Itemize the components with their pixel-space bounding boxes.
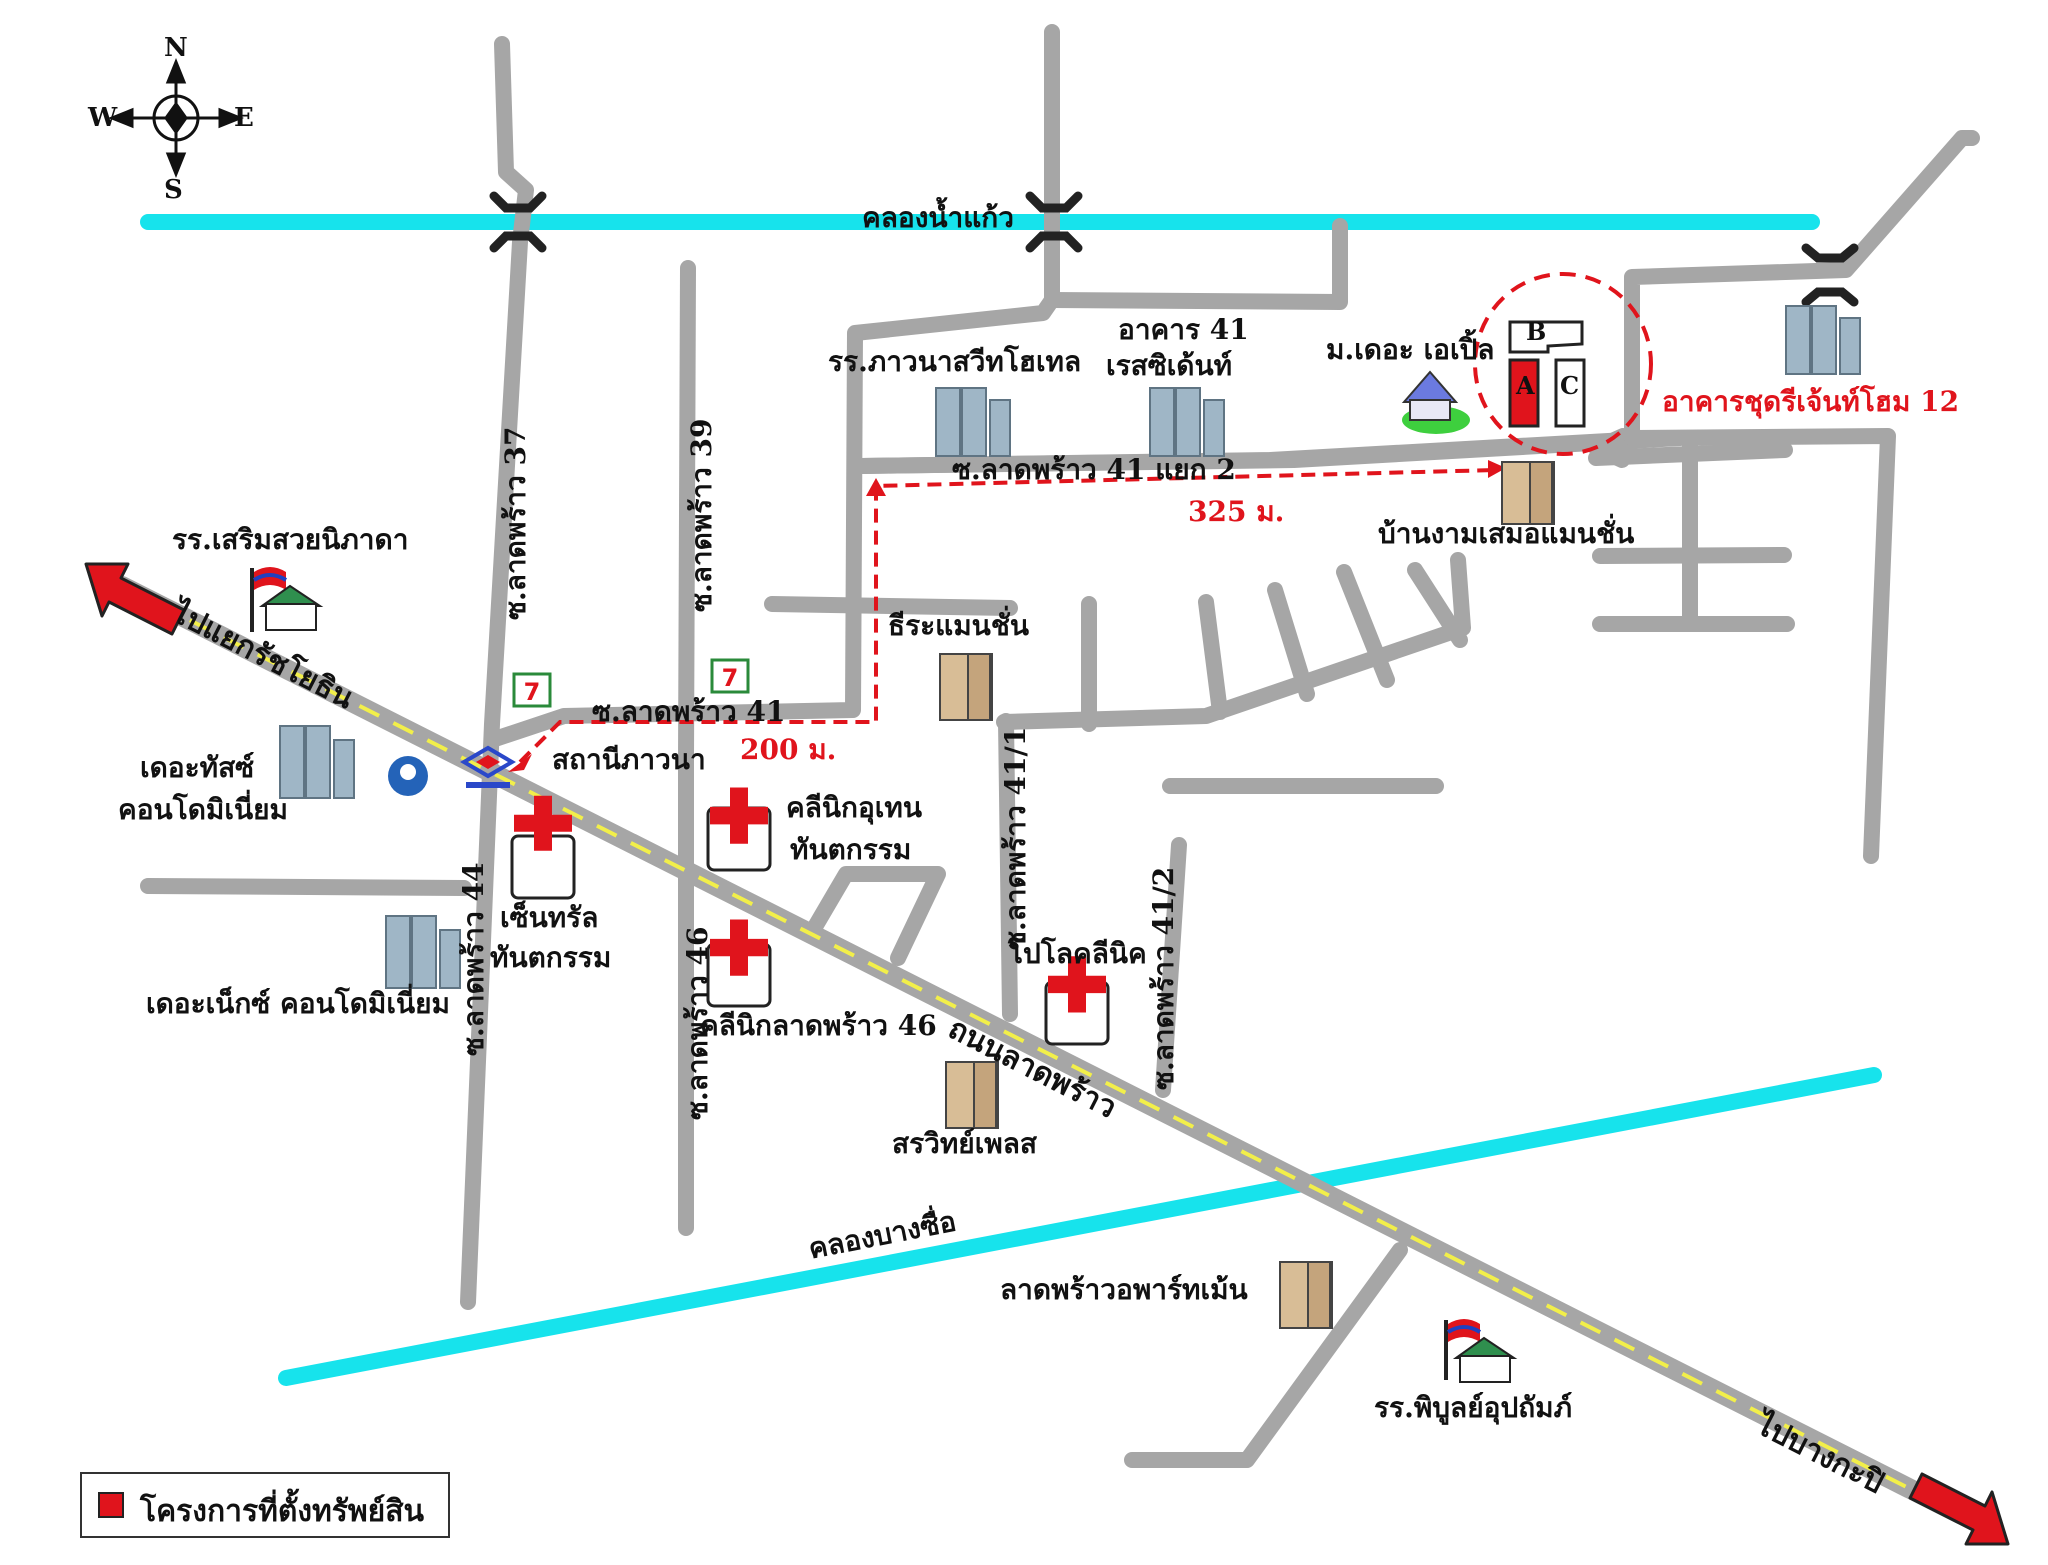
compass-south: S <box>164 175 183 205</box>
project-label-a: A <box>1516 371 1535 400</box>
main-road-lat-phrao <box>112 576 1970 1524</box>
place-polo-clinic: โปโลคลีนิค <box>1008 937 1147 970</box>
soi-41-1-label: ซ.ลาดพร้าว 41/1 <box>999 726 1032 950</box>
building-a <box>1508 358 1540 428</box>
place-the-trust-line2: คอนโดมิเนี่ยม <box>118 793 288 826</box>
soi-39-label: ซ.ลาดพร้าว 39 <box>685 418 718 612</box>
place-central-dental-line1: เซ็นทรัล <box>500 901 599 934</box>
svg-text:7: 7 <box>524 678 541 706</box>
bridge-icon <box>489 191 1859 307</box>
place-uthen-clinic-line2: ทันตกรรม <box>790 833 912 866</box>
route-line <box>518 468 1497 764</box>
building-b <box>1508 320 1584 354</box>
distance-325m: 325 ม. <box>1188 495 1285 528</box>
compass-west: W <box>88 103 118 133</box>
compass-east: E <box>234 103 254 133</box>
soi-41-2-label: ซ.ลาดพร้าว 41 แยก 2 <box>952 453 1236 486</box>
soi-41-label: ซ.ลาดพร้าว 41 <box>592 695 786 728</box>
place-regent-home-12: อาคารชุดรีเจ้นท์โฮม 12 <box>1662 385 1960 418</box>
legend-label: โครงการที่ตั้งทรัพย์สิน <box>140 1494 425 1529</box>
place-bhawana-station: สถานีภาวนา <box>552 743 706 776</box>
apartment-icon <box>939 461 1555 1329</box>
train-station-icon <box>460 745 516 788</box>
place-nipada-school: รร.เสริมสวยนิภาดา <box>172 523 409 556</box>
arrow-southeast-icon <box>1908 1472 2010 1546</box>
compass-rose-icon <box>107 57 245 179</box>
legend: โครงการที่ตั้งทรัพย์สิน <box>80 1472 450 1538</box>
school-icon <box>250 567 1518 1383</box>
place-baan-ngam: บ้านงามเสมอแมนชั่น <box>1378 517 1635 550</box>
place-sorawit-place: สรวิทย์เพลส <box>892 1127 1037 1160</box>
house-icon <box>1401 370 1470 434</box>
soi-41-2b-label: ซ.ลาดพร้าว 41/2 <box>1147 866 1180 1090</box>
arrow-northwest-icon <box>84 562 186 636</box>
legend-swatch <box>98 1492 124 1518</box>
place-the-next-condo: เดอะเน็กซ์ คอนโดมิเนี่ยม <box>146 987 450 1020</box>
seven-eleven-icon: 7 7 <box>512 658 750 708</box>
clinic-icon <box>510 787 1110 1046</box>
distance-200m: 200 ม. <box>740 733 837 766</box>
project-circle <box>1473 272 1653 456</box>
canal-label-top: คลองน้ำแก้ว <box>862 201 1014 234</box>
road-soi-37-44 <box>460 36 534 1310</box>
route-arrowhead-icon <box>508 754 532 772</box>
building-c <box>1554 358 1586 428</box>
place-the-trust-line1: เดอะทัสซ์ <box>140 751 255 784</box>
bank-icon <box>388 756 428 796</box>
route-arrowhead-icon <box>866 478 886 496</box>
project-label-c: C <box>1560 371 1580 400</box>
canal-bang-sue <box>278 1067 1882 1386</box>
soi-44-label: ซ.ลาดพร้าว 44 <box>457 862 490 1056</box>
route-arrowhead-icon <box>1488 460 1506 478</box>
compass-north: N <box>164 33 188 63</box>
svg-text:7: 7 <box>722 664 739 692</box>
place-uthen-clinic-line1: คลีนิกอุเทน <box>786 791 922 824</box>
soi-37-label: ซ.ลาดพร้าว 37 <box>499 426 532 620</box>
condo-icon <box>279 305 1861 989</box>
place-the-apple: ม.เดอะ เอเปิ้ล <box>1326 333 1495 366</box>
road-network <box>140 24 1980 1468</box>
place-clinic-46: คลีนิกลาดพร้าว 46 <box>700 1009 937 1042</box>
place-building41-line2: เรสซิเด้นท์ <box>1106 349 1233 382</box>
place-central-dental-line2: ทันตกรรม <box>490 941 612 974</box>
place-lat-phrao-apartment: ลาดพร้าวอพาร์ทเม้น <box>1000 1273 1248 1306</box>
place-bhawana-hotel: รร.ภาวนาสวีทโฮเทล <box>828 345 1082 378</box>
project-label-b: B <box>1526 317 1547 346</box>
place-pibul-school: รร.พิบูลย์อุปถัมภ์ <box>1374 1391 1573 1424</box>
place-building41-line1: อาคาร 41 <box>1118 313 1249 346</box>
place-teera-mansion: ธีระแมนชั่น <box>888 609 1029 642</box>
